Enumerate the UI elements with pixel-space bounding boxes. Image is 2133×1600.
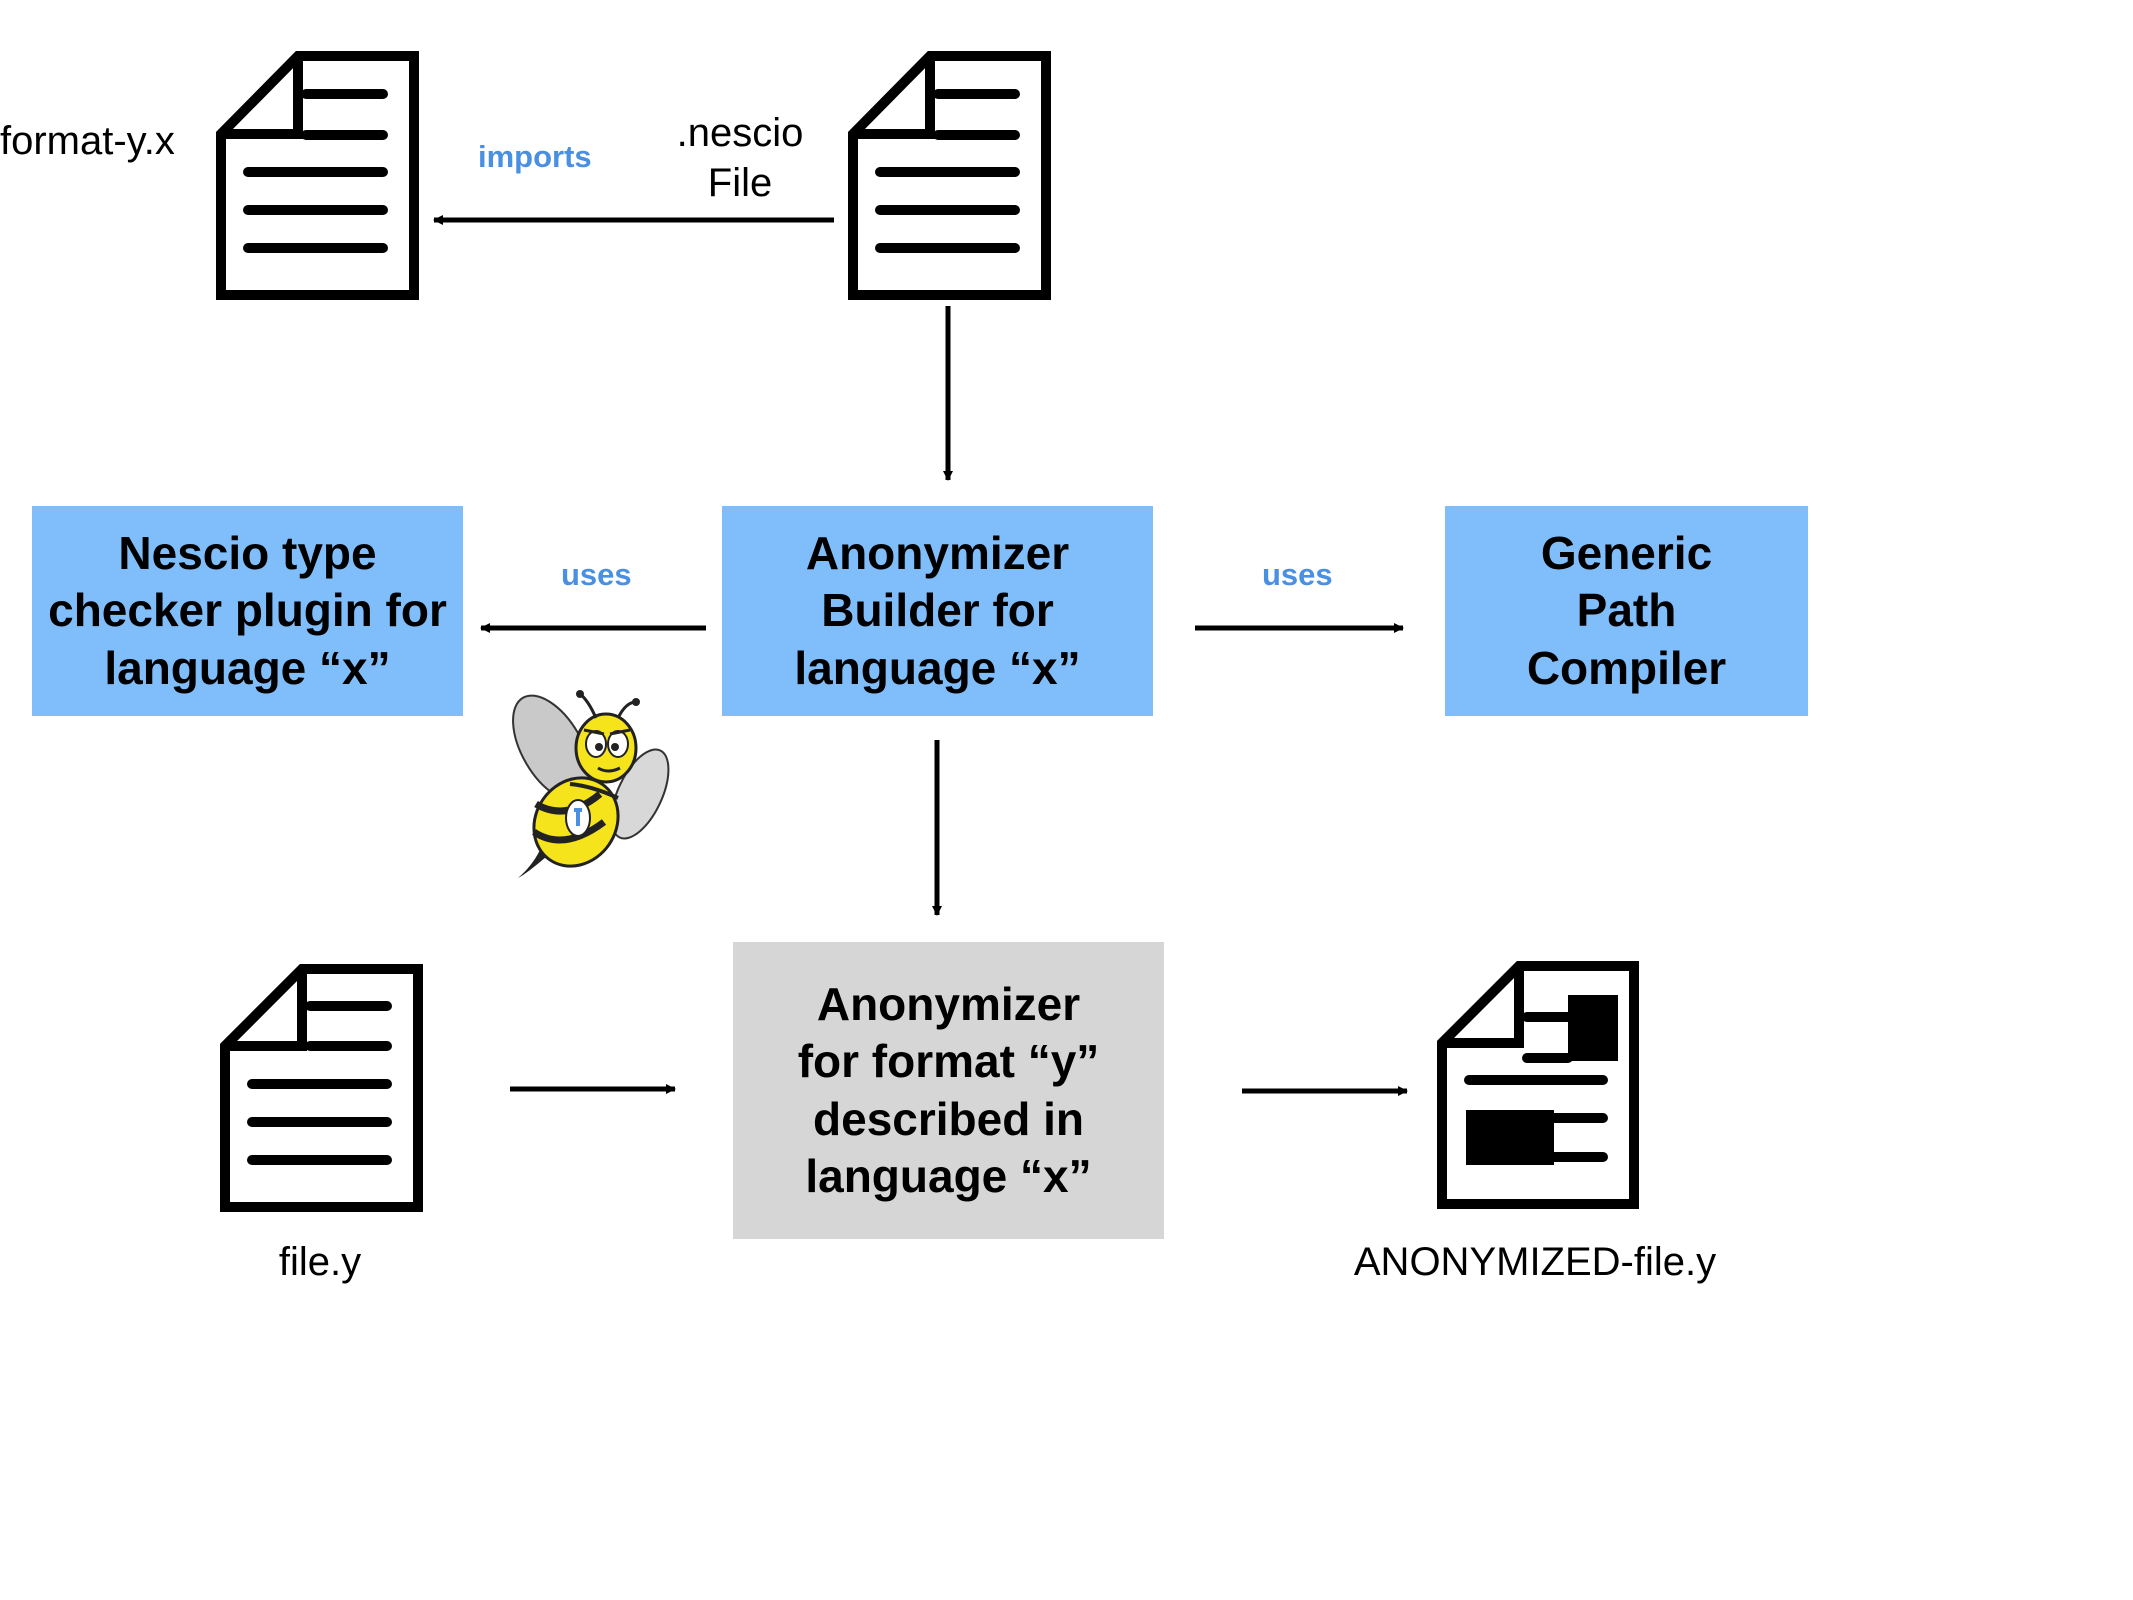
type-checker-line: checker plugin for: [48, 584, 447, 637]
anonymizer-line: language “x”: [805, 1150, 1092, 1202]
anonymizer-line: for format “y”: [797, 1035, 1100, 1087]
path-compiler-line: Compiler: [1526, 641, 1727, 694]
document-icon: [216, 51, 419, 300]
redacted-document-icon: [1437, 961, 1639, 1209]
anonymizer-line: described in: [813, 1092, 1084, 1145]
anonymizer-builder-box: Anonymizer Builder for language “x”: [722, 506, 1153, 716]
path-compiler-line: Path: [1576, 584, 1677, 637]
path-compiler-box: Generic Path Compiler: [1445, 506, 1808, 716]
document-icon: [220, 964, 423, 1212]
nescio-file-label-line2: File: [707, 161, 773, 205]
output-file-label: ANONYMIZED-file.y: [1353, 1240, 1717, 1284]
type-checker-line: language “x”: [104, 641, 391, 694]
path-compiler-line: Generic: [1540, 527, 1713, 580]
bee-mascot-icon: [512, 690, 670, 878]
input-file-label: file.y: [278, 1240, 362, 1284]
uses-left-label: uses: [561, 557, 632, 592]
document-icon: [848, 51, 1051, 300]
anonymizer-line: Anonymizer: [816, 977, 1081, 1030]
imports-label: imports: [478, 139, 592, 174]
anonymizer-builder-line: Builder for: [821, 584, 1054, 637]
nescio-file-label: .nescio File: [660, 108, 820, 208]
anonymizer-builder-line: language “x”: [794, 641, 1081, 694]
type-checker-box: Nescio type checker plugin for language …: [32, 506, 463, 716]
uses-right-label: uses: [1262, 557, 1333, 592]
type-checker-line: Nescio type: [118, 527, 377, 580]
format-file-label: format-y.x: [0, 119, 175, 163]
nescio-file-label-line1: .nescio: [676, 111, 804, 155]
anonymizer-builder-line: Anonymizer: [805, 527, 1070, 580]
anonymizer-box: Anonymizer for format “y” described in l…: [733, 942, 1164, 1239]
